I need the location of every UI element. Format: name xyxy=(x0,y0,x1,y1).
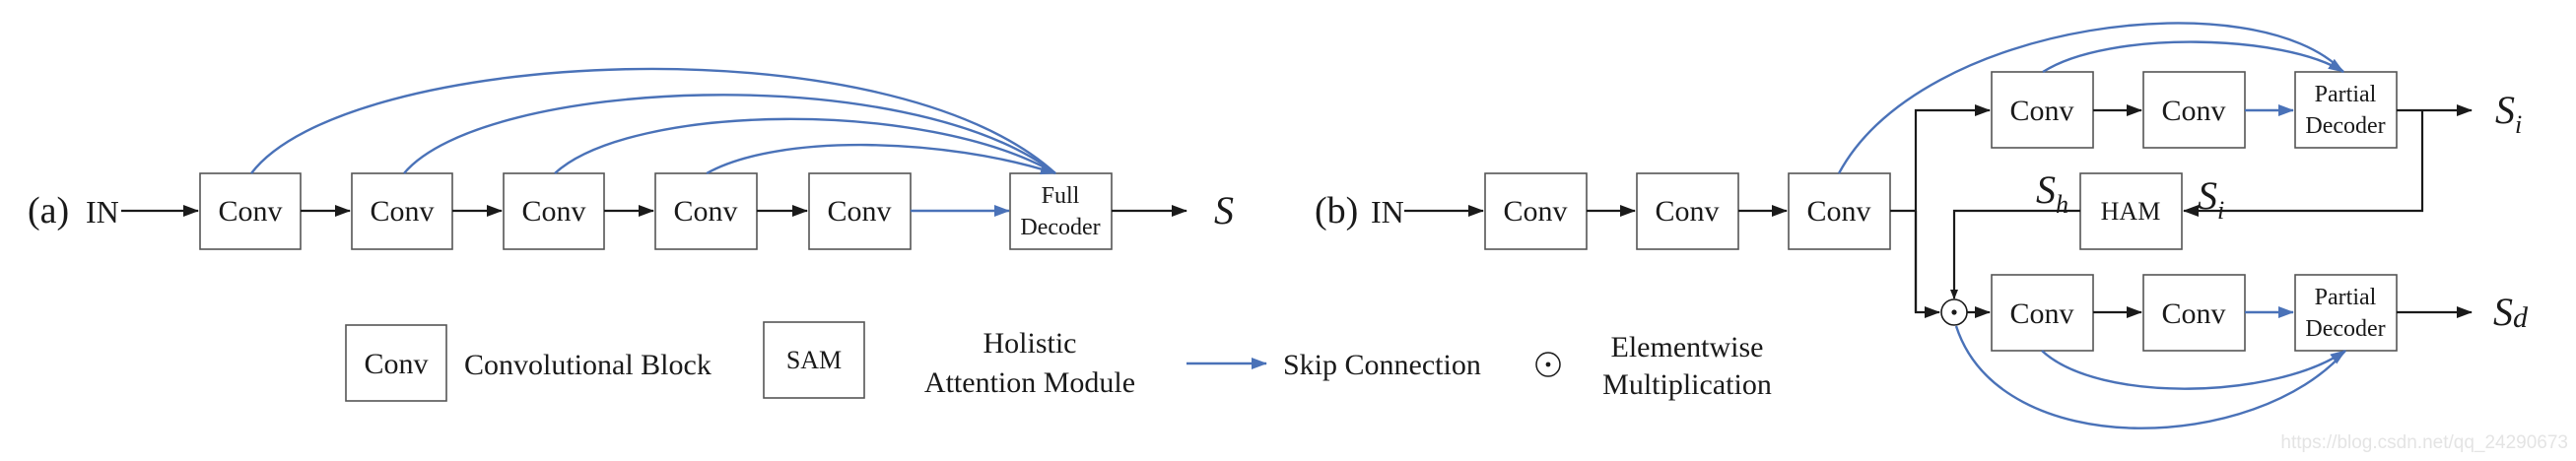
output-si-label: Si xyxy=(2495,88,2522,139)
output-sd-label: Sd xyxy=(2493,290,2529,334)
conv-label: Conv xyxy=(2161,297,2225,330)
legend-sam-box-label: SAM xyxy=(786,346,842,374)
elementwise-multiply-node xyxy=(1940,298,1968,326)
conv-block-top1: Conv xyxy=(1991,71,2094,149)
decoder-label-line2: Decoder xyxy=(2305,113,2385,139)
conv-box xyxy=(654,172,758,250)
conv-box xyxy=(1636,172,1739,250)
decoder-label-line2: Decoder xyxy=(1020,215,1100,240)
conv-label: Conv xyxy=(827,195,891,228)
skip-arc-top1-to-top-decoder xyxy=(2042,40,2344,74)
conv-block-a4: Conv xyxy=(654,172,758,250)
skip-arc-bottom1-to-bottom-decoder xyxy=(2041,350,2346,390)
conv-block-bottom2: Conv xyxy=(2142,274,2246,352)
conv-label: Conv xyxy=(1655,195,1719,228)
legend-conv-box-label: Conv xyxy=(364,348,428,380)
conv-box xyxy=(1991,71,2094,149)
trunk-to-multiplier xyxy=(1914,211,1940,318)
skip-arc-conv3-to-decoder xyxy=(554,117,1056,175)
conv-block-b3: Conv xyxy=(1788,172,1891,250)
ham-box xyxy=(2079,172,2183,250)
legend-multiply: Elementwise Multiplication xyxy=(1535,331,1772,401)
decoder-label-line1: Partial xyxy=(2315,285,2377,310)
watermark: https://blog.csdn.net/qq_24290673 xyxy=(2280,432,2568,453)
conv-box xyxy=(1484,172,1588,250)
legend-skip: Skip Connection xyxy=(1186,349,1481,381)
conv-box xyxy=(2142,274,2246,352)
output-si-sub: i xyxy=(2515,110,2522,139)
decoder-label-line2: Decoder xyxy=(2305,316,2385,342)
conv-box xyxy=(1788,172,1891,250)
multiply-dot-icon xyxy=(1951,309,1957,315)
conv-box xyxy=(808,172,912,250)
conv-label: Conv xyxy=(673,195,737,228)
arrow-ham-to-multiplier xyxy=(1950,209,2080,299)
decoder-box xyxy=(2294,71,2398,149)
conv-label: Conv xyxy=(218,195,282,228)
legend-sam-desc-line2: Attention Module xyxy=(924,366,1135,399)
conv-block-a5: Conv xyxy=(808,172,912,250)
conv-label: Conv xyxy=(1806,195,1870,228)
legend-sam-desc-line1: Holistic xyxy=(983,327,1077,360)
decoder-box xyxy=(1009,172,1113,250)
ham-output-sub: h xyxy=(2056,190,2068,219)
panel-b-label: (b) xyxy=(1315,190,1358,231)
conv-box xyxy=(1991,274,2094,352)
conv-block-bottom1: Conv xyxy=(1991,274,2094,352)
skip-arc-conv4-to-decoder xyxy=(706,143,1056,175)
arrow-si-to-ham xyxy=(2183,110,2424,217)
legend: Conv Convolutional Block SAM Holistic At… xyxy=(345,321,1772,402)
output-sd-main: S xyxy=(2493,290,2513,334)
ham-label: HAM xyxy=(2101,197,2161,226)
panel-a-input-label: IN xyxy=(86,194,119,230)
conv-block-a2: Conv xyxy=(351,172,453,250)
conv-label: Conv xyxy=(521,195,585,228)
full-decoder-block: Full Decoder xyxy=(1009,172,1113,250)
skip-arc-multiplier-to-bottom-decoder xyxy=(1954,325,2346,429)
decoder-label-line1: Partial xyxy=(2315,82,2377,107)
ham-input-sub: i xyxy=(2217,196,2224,225)
output-s-label: S xyxy=(1214,188,1234,232)
legend-sam-box xyxy=(763,321,865,399)
ham-output-main: S xyxy=(2036,167,2056,212)
conv-label: Conv xyxy=(2009,297,2073,330)
output-sd-sub: d xyxy=(2513,301,2529,334)
legend-sam: SAM Holistic Attention Module xyxy=(763,321,1135,399)
conv-block-a3: Conv xyxy=(503,172,605,250)
legend-conv: Conv Convolutional Block xyxy=(345,324,712,402)
ham-input-label: Si xyxy=(2198,173,2224,225)
decoder-label-line1: Full xyxy=(1042,183,1080,209)
conv-box xyxy=(2142,71,2246,149)
legend-multiply-desc-line2: Multiplication xyxy=(1602,368,1772,401)
skip-arc-conv2-to-decoder xyxy=(403,94,1056,174)
decoder-box xyxy=(2294,274,2398,352)
conv-block-b2: Conv xyxy=(1636,172,1739,250)
partial-decoder-bottom: Partial Decoder xyxy=(2294,274,2398,352)
legend-conv-box xyxy=(345,324,447,402)
ham-block: HAM xyxy=(2079,172,2183,250)
skip-arc-conv1-to-decoder xyxy=(250,67,1056,174)
conv-block-b1: Conv xyxy=(1484,172,1588,250)
panel-b: (b) IN Conv Conv Conv Conv Conv xyxy=(1315,22,2529,429)
conv-box xyxy=(351,172,453,250)
panel-a-label: (a) xyxy=(28,190,69,231)
partial-decoder-top: Partial Decoder xyxy=(2294,71,2398,149)
ham-input-main: S xyxy=(2198,173,2217,218)
conv-block-top2: Conv xyxy=(2142,71,2246,149)
legend-conv-desc: Convolutional Block xyxy=(464,349,712,381)
legend-multiply-desc-line1: Elementwise xyxy=(1611,331,1764,363)
output-si-main: S xyxy=(2495,88,2515,132)
legend-multiply-dot-icon xyxy=(1545,362,1551,367)
conv-label: Conv xyxy=(2161,95,2225,127)
conv-label: Conv xyxy=(2009,95,2073,127)
conv-label: Conv xyxy=(1503,195,1567,228)
panel-b-input-label: IN xyxy=(1371,194,1404,230)
skip-arc-conv-b3-to-top-decoder xyxy=(1837,22,2344,174)
legend-skip-desc: Skip Connection xyxy=(1283,349,1481,381)
conv-label: Conv xyxy=(370,195,434,228)
panel-a: (a) IN Conv Conv Conv Conv Conv xyxy=(28,67,1234,250)
conv-box xyxy=(503,172,605,250)
conv-block-a1: Conv xyxy=(199,172,302,250)
